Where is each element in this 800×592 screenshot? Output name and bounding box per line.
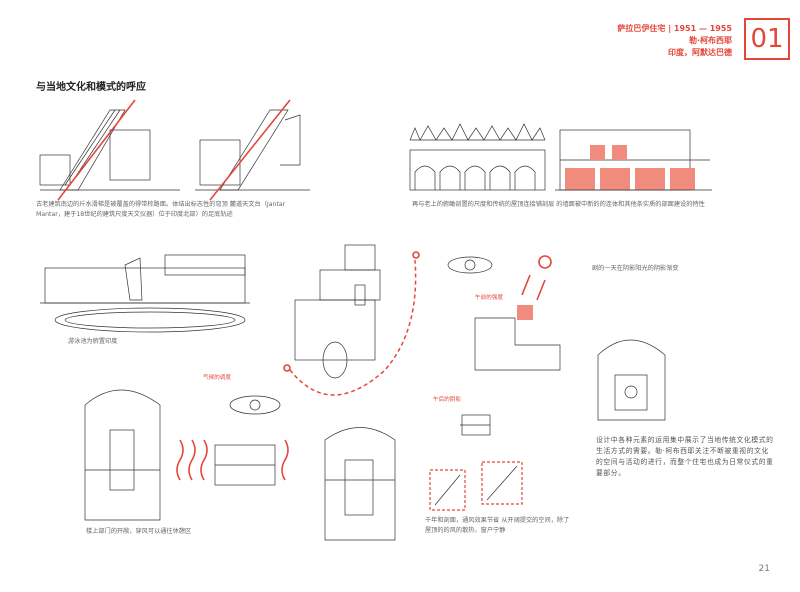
vault-sketch-center — [324, 427, 396, 541]
label-morning: 午前的强度 — [475, 295, 503, 301]
project-title: 萨拉巴伊住宅 | 1951 — 1955 — [617, 24, 732, 33]
page-number: 21 — [758, 564, 770, 574]
label-climate: 气候的调度 — [203, 375, 231, 381]
hatched-squares — [429, 414, 523, 511]
caption-section: 千年和剖面，通风效果节省 从开阔提交的空间，除了屋顶的的风的散热，窗户宁静 — [425, 517, 570, 534]
stair-sketch-1 — [39, 99, 180, 201]
chapter-header: 萨拉巴伊住宅 | 1951 — 1955 勒·柯布西耶 印度，阿默达巴德 01 — [617, 14, 790, 64]
label-afternoon: 午后的阴影 — [433, 397, 461, 403]
chapter-number: 01 — [744, 18, 790, 60]
eye-sun-sketch — [447, 255, 561, 371]
section-sketch-red — [555, 129, 712, 191]
body-paragraph: 设计中各种元素的运用集中展示了当地传统文化模式的生活方式的需要。勒·柯布西耶关注… — [596, 436, 774, 477]
caption-stair: 古老建筑南边的斤水滑梯是被覆盖的得带棕路面。体结出标志性的穹顶 麓道天文台（Ja… — [36, 201, 286, 218]
arcade-sketch — [409, 123, 546, 191]
caption-arcade: 再与老上的俯瞰剖置的尺度和传统的屋顶连接铺剖层 的墙面被中新的的连体和其他条实质… — [412, 201, 705, 208]
caption-shadow: 剧的一天在阴影阳光的阴影渐变 — [592, 265, 679, 272]
location: 印度，阿默达巴德 — [668, 48, 732, 57]
caption-vault: 楼上部门的开敞，穿风可以通往休憩区 — [86, 528, 192, 535]
vault-interior-right — [597, 339, 666, 421]
architect-name: 勒·柯布西耶 — [688, 36, 732, 45]
caption-pool: 游泳池为俯置印度 — [68, 338, 118, 345]
stair-sketch-2 — [195, 99, 310, 201]
site-plan — [283, 244, 420, 396]
section-title: 与当地文化和模式的呼应 — [36, 82, 146, 93]
eye-wind-plan — [176, 395, 289, 486]
vault-interior-left — [84, 389, 161, 521]
house-pool-sketch — [40, 254, 250, 333]
